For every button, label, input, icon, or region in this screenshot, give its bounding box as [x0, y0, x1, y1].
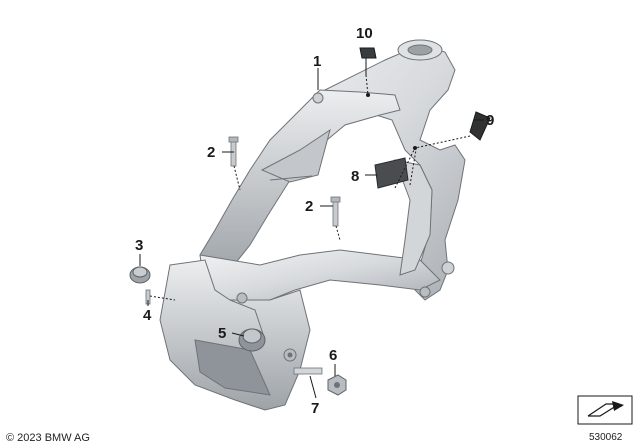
frame-body — [159, 39, 466, 411]
pad-part-8 — [374, 157, 409, 189]
leader-dot — [366, 93, 370, 97]
arrow-box-icon[interactable] — [577, 395, 633, 425]
plug-part-9 — [469, 111, 491, 141]
nut-part-6 — [327, 374, 347, 396]
bolt-part-2a — [228, 136, 239, 167]
callout-2b: 2 — [305, 198, 313, 215]
callout-2a: 2 — [207, 144, 215, 161]
callout-10: 10 — [356, 25, 373, 42]
callout-labels: 1 2 2 3 4 5 6 7 8 9 10 — [135, 25, 494, 417]
pin-part-7 — [293, 367, 323, 375]
callout-4: 4 — [143, 307, 152, 324]
callout-5: 5 — [218, 325, 226, 342]
bushing-part-3 — [129, 266, 151, 284]
callout-6: 6 — [329, 347, 337, 364]
callout-7: 7 — [311, 400, 319, 417]
copyright-text: © 2023 BMW AG — [6, 432, 90, 444]
bushing-part-5 — [238, 328, 266, 352]
callout-8: 8 — [351, 168, 359, 185]
clip-part-10 — [359, 47, 377, 59]
callout-9: 9 — [486, 112, 494, 129]
document-number: 530062 — [589, 432, 623, 443]
bolt-part-2b — [330, 196, 341, 227]
leader-lines — [139, 58, 484, 399]
callout-1: 1 — [313, 53, 321, 70]
callout-3: 3 — [135, 237, 143, 254]
leader-dot — [413, 146, 417, 150]
